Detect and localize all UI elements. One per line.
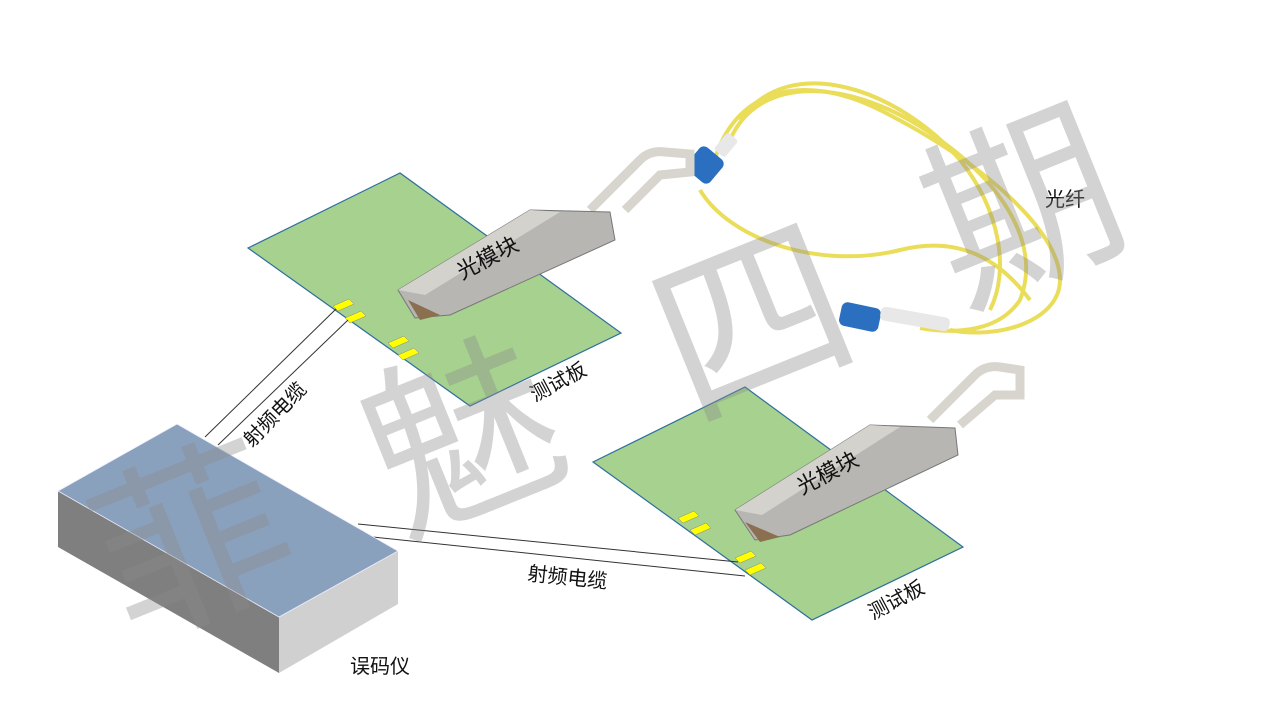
svg-text:期: 期 bbox=[894, 71, 1153, 347]
rf-cable-bottom-label: 射频电缆 bbox=[526, 561, 608, 593]
bert-label: 误码仪 bbox=[350, 654, 410, 678]
fiber-label: 光纤 bbox=[1045, 187, 1085, 211]
bert-instrument bbox=[57, 423, 399, 673]
rf-pads-bottom bbox=[677, 510, 767, 576]
optical-fiber bbox=[698, 81, 1063, 335]
fiber-connector-bottom bbox=[839, 302, 950, 332]
rf-pads-top bbox=[332, 298, 420, 361]
rf-cable-top bbox=[204, 308, 349, 446]
optical-module-top: 光模块 bbox=[397, 147, 695, 320]
rf-cable-bottom bbox=[357, 523, 746, 577]
watermark: 菲 魅 四 期 bbox=[64, 71, 1153, 682]
fiber-connector-top bbox=[686, 133, 738, 184]
svg-text:四: 四 bbox=[624, 186, 883, 462]
optical-module-bottom: 光模块 bbox=[734, 362, 1025, 542]
